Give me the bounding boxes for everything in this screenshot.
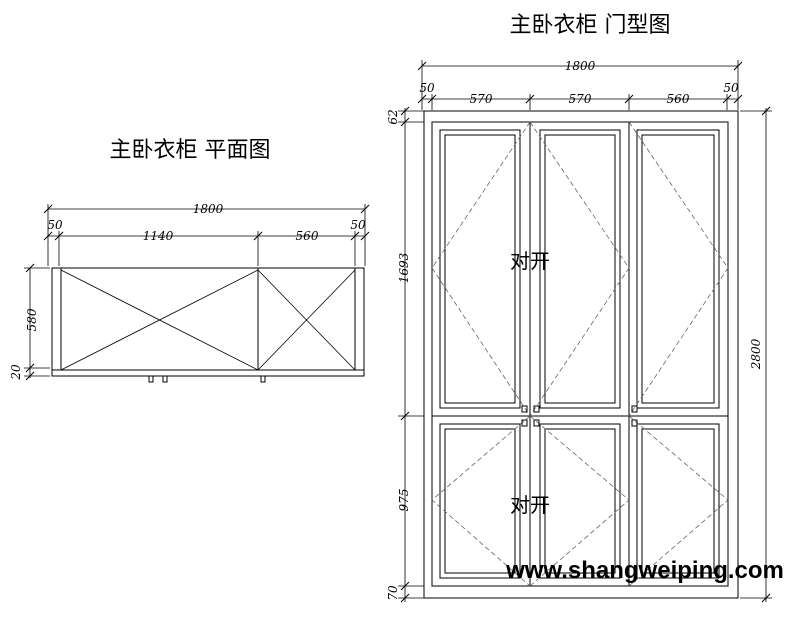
plan-dim-depth: 580 bbox=[25, 308, 39, 331]
elev-dim-d1: 570 bbox=[470, 92, 493, 106]
elev-dim-right: 50 bbox=[723, 81, 739, 95]
plan-title: 主卧衣柜 平面图 bbox=[110, 138, 271, 163]
plan-view: 1800 50 1140 560 50 580 20 bbox=[9, 202, 370, 383]
elev-dim-d2: 570 bbox=[569, 92, 592, 106]
elev-dim-upper: 1693 bbox=[397, 252, 411, 283]
elev-dim-left: 50 bbox=[419, 81, 435, 95]
door-label-upper: 对开 bbox=[510, 249, 550, 273]
plan-dim-left: 50 bbox=[47, 218, 63, 232]
elev-dim-total: 1800 bbox=[565, 59, 596, 73]
elev-dim-top: 62 bbox=[386, 109, 400, 124]
plan-dim-mid: 1140 bbox=[143, 229, 174, 243]
plan-dim-mid2: 560 bbox=[296, 229, 319, 243]
plan-dim-total: 1800 bbox=[193, 202, 224, 216]
elev-dim-bottom: 70 bbox=[386, 585, 400, 601]
elevation-view: 1800 50 570 570 560 50 62 1693 975 70 bbox=[386, 59, 772, 603]
elev-dim-d3: 560 bbox=[667, 92, 690, 106]
elevation-title: 主卧衣柜 门型图 bbox=[510, 13, 671, 38]
plan-dim-right: 50 bbox=[350, 218, 366, 232]
plan-dim-base: 20 bbox=[9, 364, 23, 381]
elev-dim-height: 2800 bbox=[749, 338, 763, 370]
watermark-text: www.shangweiping.com bbox=[505, 557, 784, 584]
door-label-lower: 对开 bbox=[510, 493, 550, 517]
elev-dim-lower: 975 bbox=[397, 489, 411, 512]
